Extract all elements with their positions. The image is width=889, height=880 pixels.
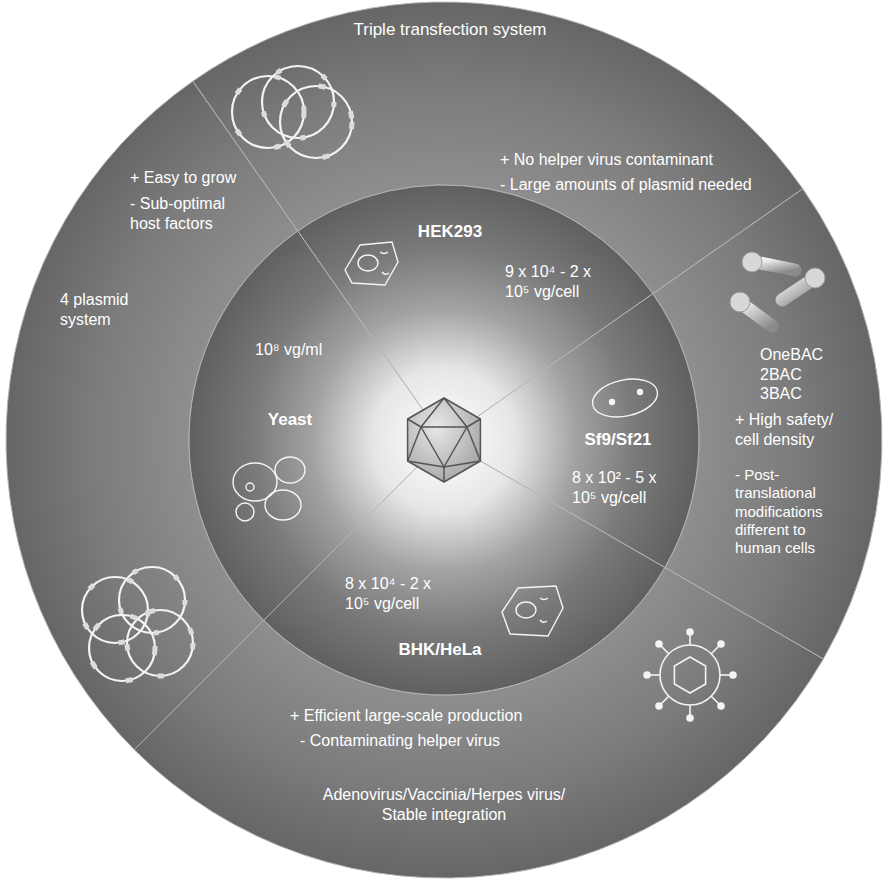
sector-text: OneBAC 2BAC 3BAC <box>760 345 830 404</box>
sector-text: + Efficient large-scale production <box>290 706 522 726</box>
sector-fill <box>189 231 444 620</box>
sector-text: 4 plasmid system <box>60 290 146 329</box>
sector-text: - Large amounts of plasmid needed <box>500 175 752 195</box>
sector-text: - Post-translational modifications diffe… <box>735 466 837 557</box>
sector-text: + No helper virus contaminant <box>500 150 713 170</box>
sector-text: - Contaminating helper virus <box>300 731 500 751</box>
plasmid-icon <box>82 567 193 681</box>
inner-sector: Yeast 10⁸ vg/ml <box>189 231 444 620</box>
sector-text: Adenovirus/Vaccinia/Herpes virus/ Stable… <box>299 785 589 824</box>
plasmid-icon <box>232 66 352 158</box>
sector-text: + Easy to grow <box>130 168 236 188</box>
sector-text: Triple transfection system <box>353 20 546 41</box>
outer-sector: OneBAC 2BAC 3BAC + High safety/ cell dens… <box>690 180 889 670</box>
capsid-icosahedron <box>408 398 481 482</box>
cell-sketch <box>502 586 563 636</box>
cell-line-name: Sf9/Sf21 <box>584 430 651 451</box>
cell-line-name: BHK/HeLa <box>398 640 481 661</box>
baculovirus-icon <box>730 252 825 326</box>
cell-line-name: HEK293 <box>418 222 482 243</box>
sector-text: 10⁸ vg/ml <box>255 340 322 360</box>
sector-text: + High safety/ cell density <box>735 410 849 449</box>
sector-text: 8 x 10² - 5 x 10⁵ vg/cell <box>572 468 674 507</box>
cell-line-name: Yeast <box>268 410 312 431</box>
helper-virus-icon <box>644 629 736 721</box>
yeast-sketch <box>233 457 305 521</box>
cell-sketch <box>345 242 398 285</box>
cell-sketch <box>589 374 661 423</box>
sector-text: 9 x 10⁴ - 2 x 10⁵ vg/cell <box>505 262 607 301</box>
sector-text: - Sub-optimal host factors <box>130 194 248 233</box>
sector-text: 8 x 10⁴ - 2 x 10⁵ vg/cell <box>345 574 447 613</box>
sector-shape <box>189 231 444 620</box>
